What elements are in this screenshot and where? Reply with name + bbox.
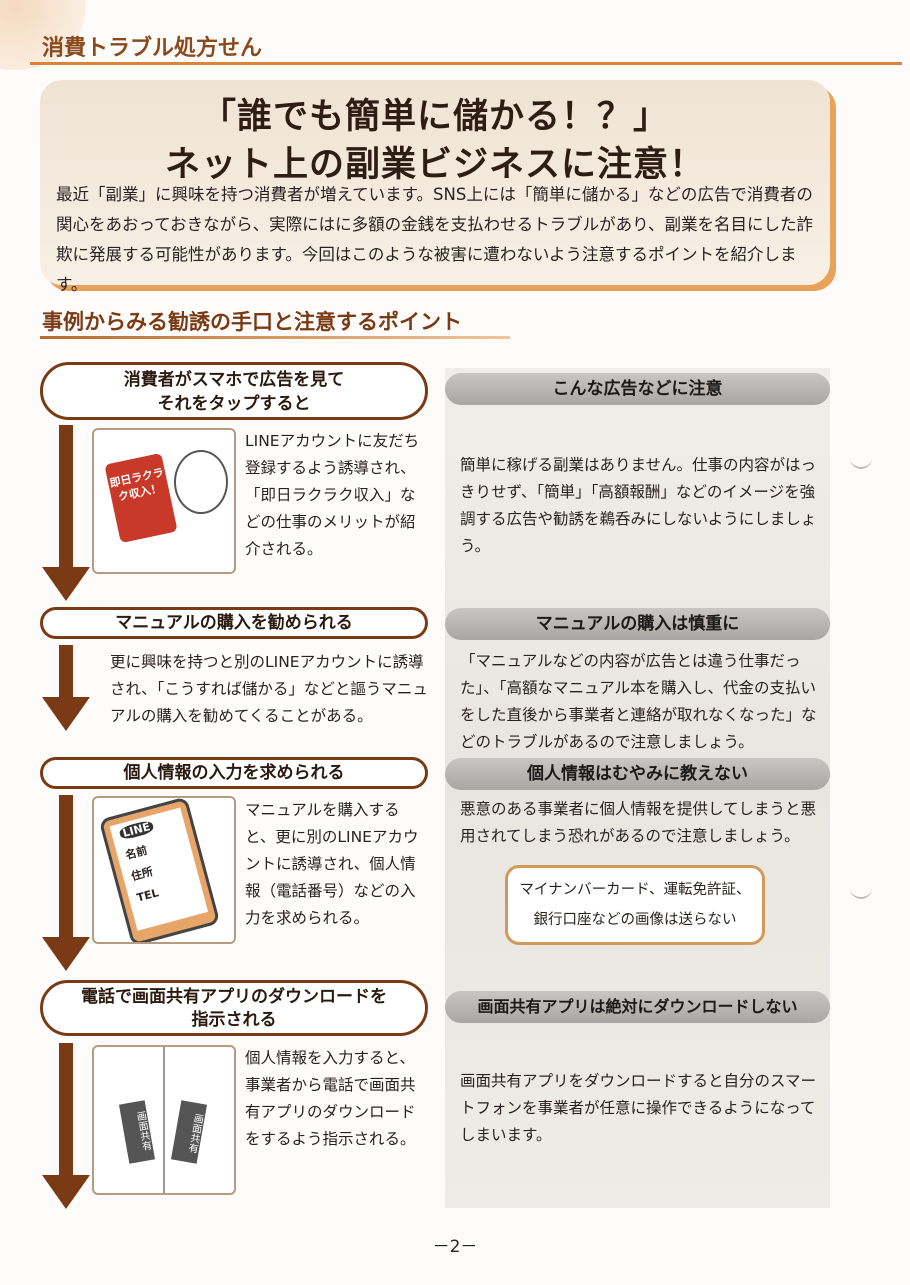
- step-heading-line: 指示される: [191, 1010, 277, 1030]
- line-logo: LINE: [118, 819, 155, 841]
- step-heading-line: 消費者がスマホで広告を見て: [123, 370, 345, 390]
- step-heading: 消費者がスマホで広告を見て それをタップすると: [40, 362, 428, 420]
- personal-info-phone-illustration: LINE 名前 住所 TEL: [92, 796, 236, 944]
- warning-callout: マイナンバーカード、運転免許証、 銀行口座などの画像は送らない: [505, 865, 765, 945]
- tip-text: 簡単に稼げる副業はありません。仕事の内容がはっきりせず、「簡単」「高額報酬」など…: [460, 456, 817, 555]
- down-arrow-icon: [42, 1043, 90, 1211]
- document-series-title: 消費トラブル処方せん: [42, 36, 263, 61]
- tip-heading: 個人情報はむやみに教えない: [445, 758, 830, 790]
- page-number: －2－: [432, 1237, 478, 1257]
- step-heading-line: 電話で画面共有アプリのダウンロードを: [81, 987, 387, 1007]
- intro-paragraph: 最近「副業」に興味を持つ消費者が増えています。SNS上には「簡単に儲かる」などの…: [56, 185, 814, 294]
- tip-heading: こんな広告などに注意: [445, 373, 830, 405]
- tip-text: 「マニュアルなどの内容が広告とは違う仕事だった」、「高額なマニュアル本を購入し、…: [460, 652, 817, 751]
- down-arrow-icon: [42, 795, 90, 975]
- tip-heading: マニュアルの購入は慎重に: [445, 608, 830, 640]
- step-heading-line: それをタップすると: [157, 394, 311, 414]
- title-rule: [30, 62, 902, 65]
- screen-sharing-illustration: 画面共有 画面共有: [92, 1045, 236, 1195]
- headline-banner: [40, 80, 830, 285]
- step-text: マニュアルを購入すると、更に別のLINEアカウントに誘導され、個人情報（電話番号…: [245, 801, 419, 927]
- phone-label: 画面共有: [170, 1100, 208, 1164]
- person-icon: [174, 450, 228, 514]
- down-arrow-icon: [42, 645, 90, 731]
- tip-heading: 画面共有アプリは絶対にダウンロードしない: [445, 991, 830, 1023]
- binder-hole: [850, 885, 872, 899]
- step-heading: 個人情報の入力を求められる: [40, 757, 428, 789]
- headline-line-1: 「誰でも簡単に儲かる！？」: [200, 97, 669, 137]
- phone-label: 画面共有: [118, 1100, 156, 1164]
- step-heading: 電話で画面共有アプリのダウンロードを 指示される: [40, 980, 428, 1036]
- callout-line-2: 銀行口座などの画像は送らない: [533, 912, 737, 928]
- down-arrow-icon: [42, 425, 90, 601]
- tip-text: 悪意のある事業者に個人情報を提供してしまうと悪用されてしまう恐れがあるので注意し…: [460, 800, 817, 845]
- headline-line-2: ネット上の副業ビジネスに注意！: [164, 145, 705, 185]
- ad-label: 即日ラクラク収入！: [104, 452, 178, 544]
- callout-line-1: マイナンバーカード、運転免許証、: [519, 882, 751, 898]
- tip-text: 画面共有アプリをダウンロードすると自分のスマートフォンを事業者が任意に操作できる…: [460, 1072, 817, 1144]
- step-text: LINEアカウントに友だち登録するよう誘導され、「即日ラクラク収入」などの仕事の…: [245, 432, 420, 558]
- phone-icon: LINE 名前 住所 TEL: [98, 798, 221, 942]
- smartphone-ad-illustration: 即日ラクラク収入！: [92, 428, 236, 574]
- step-heading: マニュアルの購入を勧められる: [40, 607, 428, 639]
- section-title: 事例からみる勧誘の手口と注意するポイント: [42, 310, 462, 334]
- step-text: 個人情報を入力すると、事業者から電話で画面共有アプリのダウンロードをするよう指示…: [245, 1049, 416, 1148]
- section-rule: [40, 336, 510, 339]
- step-text: 更に興味を持つと別のLINEアカウントに誘導され、「こうすれば儲かる」などと謳う…: [110, 653, 428, 725]
- divider: [163, 1047, 165, 1193]
- binder-hole: [850, 455, 872, 469]
